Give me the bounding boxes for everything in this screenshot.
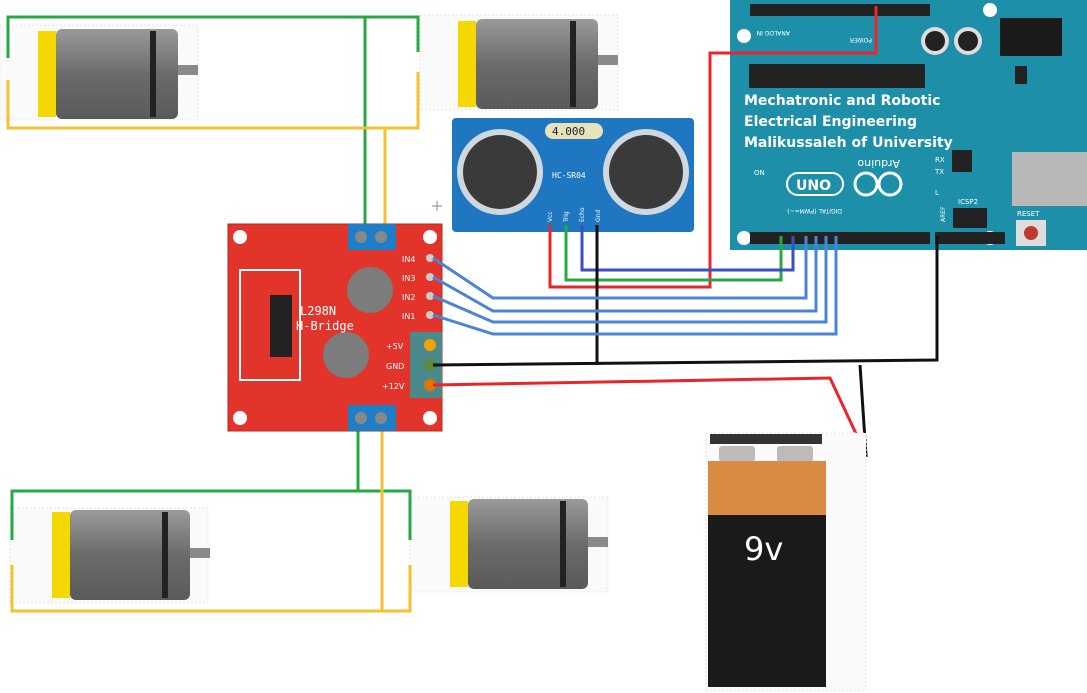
arduino-tx: TX (934, 168, 944, 176)
arduino-rx: RX (935, 156, 945, 164)
sensor-pin-gnd: Gnd (595, 210, 602, 222)
driver-in1: IN1 (402, 312, 415, 321)
arduino-analog: ANALOG IN (757, 29, 790, 36)
driver-5v: +5V (386, 342, 404, 351)
caption-line-1: Mechatronic and Robotic (744, 93, 940, 109)
motor-driver-board: L298N H-Bridge IN4 IN3 IN2 IN1 +5V GND +… (227, 223, 443, 432)
motor-bottom-right (409, 496, 609, 593)
motor-bottom-left (9, 507, 210, 604)
battery-9v: 9v (705, 432, 867, 692)
arduino-l: L (935, 189, 939, 197)
arduino-model: UNO (796, 178, 831, 194)
ultrasonic-sensor: 4.000 HC-SR04 Vcc Trig Echo Gnd (452, 118, 694, 232)
sensor-model: HC-SR04 (552, 171, 586, 180)
arduino-aref: AREF (940, 206, 947, 222)
driver-title: L298N (300, 304, 336, 318)
driver-gnd: GND (386, 362, 404, 371)
arduino-digital: DIGITAL (PWM=~) (787, 207, 842, 214)
caption-line-3: Malikussaleh of University (744, 135, 953, 151)
caption: Mechatronic and Robotic Electrical Engin… (744, 93, 953, 151)
arduino-on: ON (754, 169, 765, 177)
driver-12v: +12V (382, 382, 405, 391)
arduino-logo: UNO Arduino (786, 157, 903, 197)
motor-wires-top (6, 15, 420, 225)
sensor-pin-vcc: Vcc (547, 211, 554, 222)
sensor-pin-trig: Trig (563, 211, 570, 223)
driver-in3: IN3 (402, 274, 415, 283)
signal-wires (432, 6, 939, 457)
sensor-pin-echo: Echo (579, 207, 586, 222)
arduino-board: RESET ICSP2 UNO Arduino RX TX L ON DIGIT… (730, 0, 1087, 250)
driver-subtitle: H-Bridge (296, 319, 354, 333)
battery-label: 9v (744, 530, 783, 568)
motor-top-right (419, 14, 619, 111)
cursor-marker (432, 201, 442, 211)
sensor-display: 4.000 (552, 125, 585, 138)
arduino-reset: RESET (1017, 210, 1040, 218)
driver-in2: IN2 (402, 293, 415, 302)
motor-wires-bottom (10, 425, 412, 613)
arduino-icsp: ICSP2 (958, 198, 978, 206)
caption-line-2: Electrical Engineering (744, 114, 917, 130)
driver-in4: IN4 (402, 255, 415, 264)
arduino-brand: Arduino (857, 157, 900, 170)
motor-top-left (0, 24, 199, 121)
arduino-power-label: POWER (850, 36, 872, 43)
